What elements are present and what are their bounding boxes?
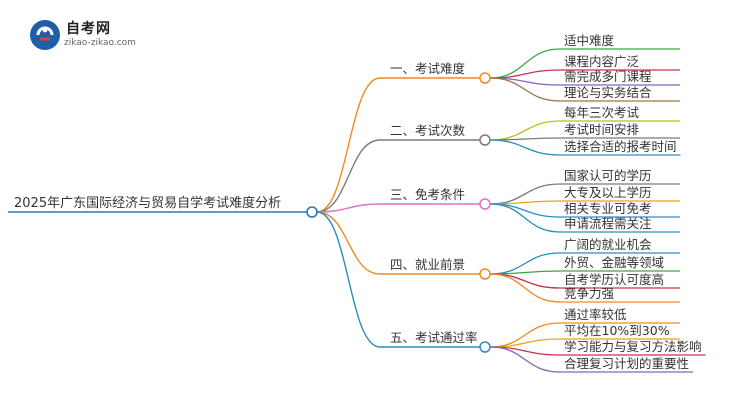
branch-node[interactable] xyxy=(479,72,491,84)
leaf-edge xyxy=(489,346,561,373)
branch-edge xyxy=(316,211,381,348)
branch-label: 二、考试次数 xyxy=(390,123,466,138)
leaf-label: 大专及以上学历 xyxy=(564,185,652,200)
leaf-label: 相关专业可免考 xyxy=(564,201,652,216)
branch-node[interactable] xyxy=(479,341,491,353)
leaf-label: 通过率较低 xyxy=(564,307,627,322)
leaf-label: 申请流程需关注 xyxy=(564,216,652,231)
branch-edge xyxy=(316,77,381,213)
leaf-edge xyxy=(489,120,561,141)
leaf-label: 课程内容广泛 xyxy=(564,54,640,69)
leaf-label: 需完成多门课程 xyxy=(564,69,652,84)
leaf-label: 每年三次考试 xyxy=(564,105,640,120)
branch-label: 五、考试通过率 xyxy=(390,330,478,345)
branch-edge xyxy=(316,139,381,213)
leaf-label: 合理复习计划的重要性 xyxy=(564,356,689,371)
logo: 自考网 zikao-zikao.com xyxy=(28,14,148,54)
branch-edge xyxy=(316,203,381,213)
mind-map-nodes: 2025年广东国际经济与贸易自学考试难度分析 一、考试难度 适中难度课程内容广泛需完… xyxy=(14,33,702,371)
leaf-label: 理论与实务结合 xyxy=(564,85,652,100)
branch-node[interactable] xyxy=(479,198,491,210)
root-label: 2025年广东国际经济与贸易自学考试难度分析 xyxy=(14,195,281,211)
leaf-label: 学习能力与复习方法影响 xyxy=(564,339,702,354)
leaf-label: 国家认可的学历 xyxy=(564,168,652,183)
root-node[interactable] xyxy=(306,206,318,218)
branch-node[interactable] xyxy=(479,134,491,146)
leaf-edge xyxy=(489,203,561,218)
logo-url: zikao-zikao.com xyxy=(64,38,136,48)
branch-label: 三、免考条件 xyxy=(390,187,465,202)
leaf-edge xyxy=(489,273,561,303)
mind-map-edges xyxy=(8,48,706,373)
leaf-label: 考试时间安排 xyxy=(564,122,640,137)
branch-edge xyxy=(316,211,381,275)
leaf-label: 适中难度 xyxy=(564,33,615,48)
leaf-label: 平均在10%到30% xyxy=(564,323,670,338)
branch-label: 四、就业前景 xyxy=(390,257,465,272)
leaf-edge xyxy=(489,139,561,156)
leaf-edge xyxy=(489,77,561,102)
leaf-label: 自考学历认可度高 xyxy=(564,272,664,287)
leaf-label: 选择合适的报考时间 xyxy=(564,139,677,154)
leaf-edge xyxy=(489,270,561,275)
leaf-edge xyxy=(489,200,561,205)
logo-title: 自考网 xyxy=(66,21,111,37)
branch-node[interactable] xyxy=(479,268,491,280)
leaf-label: 广阔的就业机会 xyxy=(564,237,652,252)
leaf-label: 外贸、金融等领域 xyxy=(564,255,664,270)
leaf-edge xyxy=(489,203,561,233)
leaf-label: 竞争力强 xyxy=(564,286,615,301)
branch-label: 一、考试难度 xyxy=(390,61,466,76)
logo-mark-icon xyxy=(30,20,60,50)
leaf-edge xyxy=(489,273,561,289)
